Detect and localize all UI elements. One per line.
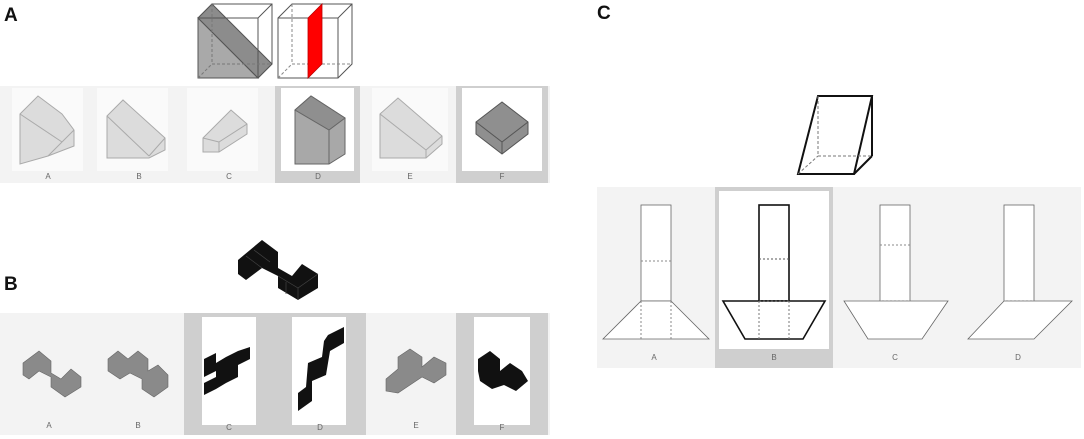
panel-a-option-e[interactable]: E: [370, 86, 450, 183]
panel-b-option-a[interactable]: A: [15, 313, 87, 435]
panel-b-shape-a: [22, 350, 82, 398]
panel-b-option-f-label: F: [499, 423, 505, 432]
panel-b-option-b[interactable]: B: [100, 313, 176, 435]
panel-a-shape-c: [202, 109, 248, 153]
panel-a-option-a[interactable]: A: [10, 86, 85, 183]
panel-b-option-b-label: B: [135, 421, 141, 430]
panel-b-reference-block-figure: [238, 240, 319, 300]
panel-a-label: A: [4, 5, 18, 26]
panel-a-option-c-label: C: [226, 172, 232, 181]
panel-b-option-e[interactable]: E: [378, 313, 454, 435]
panel-a-shape-e: [379, 97, 443, 159]
panel-a-shape-b: [106, 99, 166, 159]
panel-b-option-e-label: E: [413, 421, 419, 430]
panel-c-label: C: [597, 3, 611, 24]
panel-b-shape-e: [385, 348, 447, 394]
panel-a-option-f[interactable]: F: [456, 86, 548, 183]
panel-c-option-a[interactable]: A: [597, 187, 715, 368]
panel-a-shape-f: [475, 101, 529, 155]
panel-a-option-c[interactable]: C: [185, 86, 260, 183]
panel-c-reference-prism: [796, 95, 874, 175]
panel-c-net-c: [843, 204, 949, 340]
panel-c-net-a: [602, 204, 710, 340]
panel-a-reference-cube-cut: [277, 3, 353, 79]
panel-b-option-d[interactable]: D: [274, 313, 366, 435]
panel-a-option-a-label: A: [45, 172, 51, 181]
panel-a-option-f-label: F: [499, 172, 505, 181]
panel-b-shape-c: [204, 347, 250, 395]
panel-c-option-a-label: A: [651, 353, 657, 362]
panel-a-shape-d: [294, 95, 346, 165]
panel-b-option-a-label: A: [46, 421, 52, 430]
panel-b-option-c-label: C: [226, 423, 232, 432]
panel-a-reference-cube-diagonal: [197, 3, 273, 79]
panel-b-label: B: [4, 274, 18, 295]
panel-b-option-f[interactable]: F: [456, 313, 548, 435]
panel-c-option-b[interactable]: B: [715, 187, 833, 368]
red-cut-plane: [307, 3, 323, 79]
panel-b-shape-b: [107, 350, 169, 398]
panel-c-net-d: [967, 204, 1073, 340]
panel-a-option-b[interactable]: B: [95, 86, 170, 183]
panel-a-option-b-label: B: [136, 172, 142, 181]
panel-b-shape-d: [298, 327, 344, 411]
panel-a-option-d-label: D: [315, 172, 321, 181]
panel-c-option-c-label: C: [892, 353, 898, 362]
panel-c-option-c[interactable]: C: [838, 187, 956, 368]
panel-c-option-d[interactable]: D: [960, 187, 1080, 368]
panel-c-option-d-label: D: [1015, 353, 1021, 362]
panel-c-option-b-label: B: [771, 353, 777, 362]
panel-a-shape-a: [19, 95, 75, 165]
panel-b-option-d-label: D: [317, 423, 323, 432]
panel-c-net-b: [721, 204, 827, 340]
panel-a-option-d[interactable]: D: [275, 86, 360, 183]
panel-b-option-c[interactable]: C: [184, 313, 274, 435]
panel-a-option-e-label: E: [407, 172, 413, 181]
panel-b-shape-f: [478, 351, 528, 391]
